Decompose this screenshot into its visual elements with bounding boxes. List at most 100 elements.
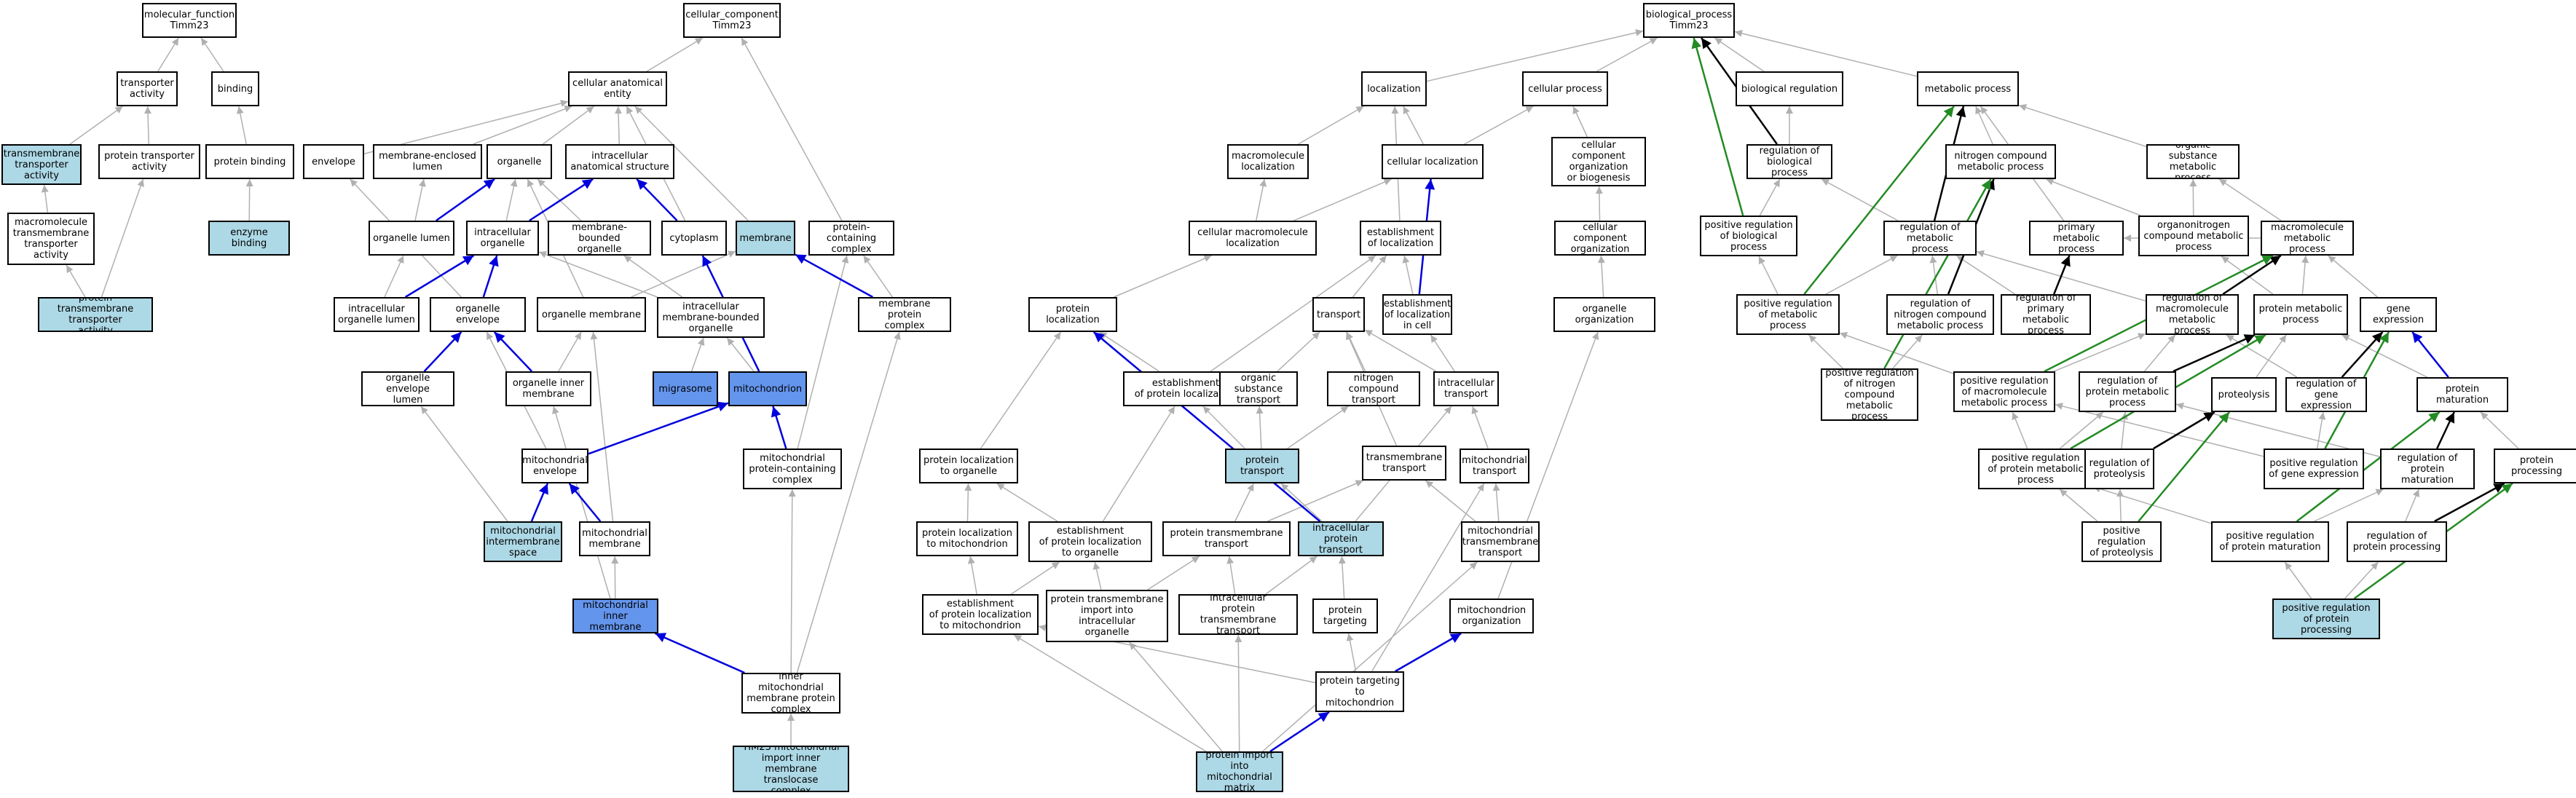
is-a-edge (741, 37, 843, 221)
go-term-node: positive regulation of gene expression (2264, 449, 2364, 489)
is-a-edge (420, 406, 508, 522)
go-term-node: positive regulation of proteolysis (2081, 521, 2162, 562)
is-a-edge (542, 106, 595, 145)
is-a-edge (2059, 489, 2098, 522)
go-term-node: transmembrane transport (1362, 446, 1446, 481)
is-a-edge (1595, 186, 1603, 221)
is-a-edge (2226, 334, 2298, 378)
is-a-edge (1338, 556, 1346, 599)
is-a-edge (1808, 334, 1843, 369)
is-a-edge (2221, 256, 2274, 295)
is-a-edge (1929, 255, 1939, 295)
go-term-node: positive regulation of protein processin… (2272, 598, 2380, 639)
is-a-edge (1596, 37, 1658, 72)
go-term-node: mitochondrial transport (1460, 449, 1529, 483)
go-term-node: protein targeting to mitochondrion (1315, 671, 1404, 712)
is-a-edge (1821, 178, 1899, 221)
regulates-edge (2434, 482, 2505, 523)
go-term-node: cellular macromolecule localization (1189, 221, 1317, 256)
go-term-node: intracellular membrane-bounded organelle (657, 297, 765, 338)
is-a-edge (1102, 406, 1175, 522)
is-a-edge (1234, 483, 1254, 522)
is-a-edge (980, 331, 1062, 449)
is-a-edge (1293, 178, 1392, 221)
go-term-node: TIM23 mitochondrial import inner membran… (733, 746, 849, 792)
is-a-edge (863, 255, 893, 298)
regulates-edge (2341, 331, 2384, 378)
regulates-edge (2153, 411, 2215, 450)
go-term-node: organelle lumen (369, 221, 454, 256)
go-term-node: membrane-enclosed lumen (373, 144, 482, 179)
is-a-edge (66, 264, 86, 298)
is-a-edge (1256, 178, 1267, 221)
positively-regulates-edge (1883, 178, 1992, 369)
go-term-node: regulation of primary metabolic process (2001, 294, 2091, 335)
is-a-edge (631, 250, 736, 298)
go-term-node: biological regulation (1736, 71, 1843, 106)
regulates-edge (2222, 254, 2282, 296)
is-a-edge (2218, 178, 2282, 221)
is-a-edge (590, 331, 614, 522)
is-a-edge (1759, 178, 1781, 216)
is-a-edge (245, 178, 253, 221)
go-term-node: protein transmembrane transporter activi… (38, 297, 153, 332)
go-term-node: cellular process (1522, 71, 1608, 106)
is-a-edge (2012, 411, 2028, 449)
is-a-edge (1464, 106, 1534, 145)
go-term-node: proteolysis (2211, 377, 2277, 412)
is-a-edge (473, 105, 572, 145)
go-term-node: organelle envelope (430, 297, 526, 332)
positively-regulates-edge (2138, 411, 2231, 522)
go-term-node: positive regulation of protein maturatio… (2211, 521, 2329, 562)
go-term-node: protein-containing complex (808, 221, 894, 256)
go-term-node: regulation of protein processing (2347, 521, 2447, 562)
go-term-node: mitochondrial intermembrane space (484, 521, 562, 562)
is-a-edge (1267, 480, 1363, 522)
is-a-edge (1403, 106, 1424, 145)
go-term-node: mitochondrion (728, 371, 807, 406)
is-a-edge (1734, 29, 1918, 77)
part-of-edge (530, 483, 548, 522)
go-term-node: organelle (487, 144, 552, 179)
is-a-edge (2256, 334, 2287, 378)
part-of-edge (568, 483, 602, 522)
go-term-node: organelle organization (1553, 297, 1655, 332)
part-of-edge (771, 406, 787, 449)
go-term-node: protein metabolic process (2253, 294, 2348, 335)
go-term-node: migrasome (653, 371, 718, 406)
go-term-node: biological_process Timm23 (1643, 3, 1735, 38)
is-a-edge (646, 37, 704, 72)
go-term-node: mitochondrial inner membrane (572, 598, 658, 633)
go-term-node: positive regulation of biological proces… (1700, 216, 1797, 256)
is-a-edge (1352, 255, 1387, 298)
go-term-node: establishment of localization in cell (1382, 294, 1452, 335)
go-term-node: organelle membrane (537, 297, 646, 332)
is-a-edge (1572, 106, 1588, 138)
go-term-node: localization (1361, 71, 1427, 106)
part-of-edge (482, 255, 499, 298)
is-a-edge (2316, 411, 2326, 449)
is-a-edge (414, 178, 426, 221)
is-a-edge (384, 255, 404, 298)
go-term-node: inner mitochondrial membrane protein com… (741, 673, 840, 714)
go-term-node: intracellular transport (1433, 371, 1499, 406)
is-a-edge (1430, 334, 1455, 372)
is-a-edge (615, 106, 623, 145)
is-a-edge (796, 331, 901, 673)
is-a-edge (2143, 334, 2176, 372)
is-a-edge (1346, 633, 1357, 672)
go-term-node: regulation of protein maturation (2380, 449, 2475, 489)
go-term-node: membrane-bounded organelle (548, 221, 651, 256)
go-term-node: mitochondrial membrane (579, 521, 650, 556)
is-a-edge (101, 178, 144, 298)
go-term-node: protein import into mitochondrial matrix (1196, 751, 1283, 792)
go-term-node: intracellular organelle (466, 221, 539, 256)
go-term-node: molecular_function Timm23 (142, 3, 237, 38)
go-term-node: protein maturation (2417, 377, 2508, 412)
is-a-edge (964, 483, 972, 522)
regulates-edge (2053, 255, 2071, 295)
part-of-edge (493, 331, 533, 372)
go-term-node: regulation of nitrogen compound metaboli… (1886, 294, 1994, 335)
is-a-edge (1364, 329, 1437, 372)
